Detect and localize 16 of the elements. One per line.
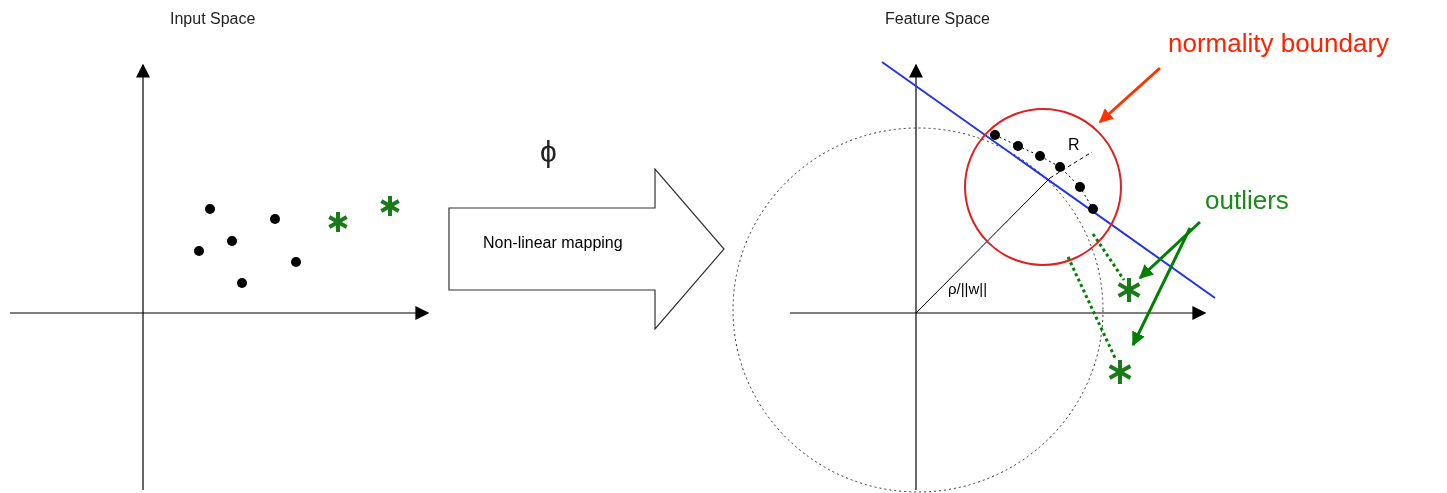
- outlier-asterisk: [1106, 358, 1134, 386]
- arrow: [1131, 227, 1192, 347]
- radius-label: R: [1068, 136, 1080, 154]
- annotation-text: outliers: [1205, 185, 1290, 216]
- distance-line: [1066, 256, 1118, 361]
- mapping-label: Non-linear mapping: [483, 234, 623, 252]
- boundary-circle: [963, 107, 1123, 267]
- distance-label: ρ/||w||: [948, 280, 988, 297]
- annotation-text: normality boundary: [1168, 28, 1391, 59]
- plot-title: Feature Space: [885, 10, 990, 28]
- arrow: [1098, 66, 1161, 124]
- plot-title: Input Space: [170, 10, 256, 28]
- arrow: [1138, 220, 1202, 280]
- outlier-asterisk: [1115, 276, 1143, 304]
- phi-symbol: ϕ: [540, 135, 557, 169]
- distance-line: [1091, 233, 1126, 281]
